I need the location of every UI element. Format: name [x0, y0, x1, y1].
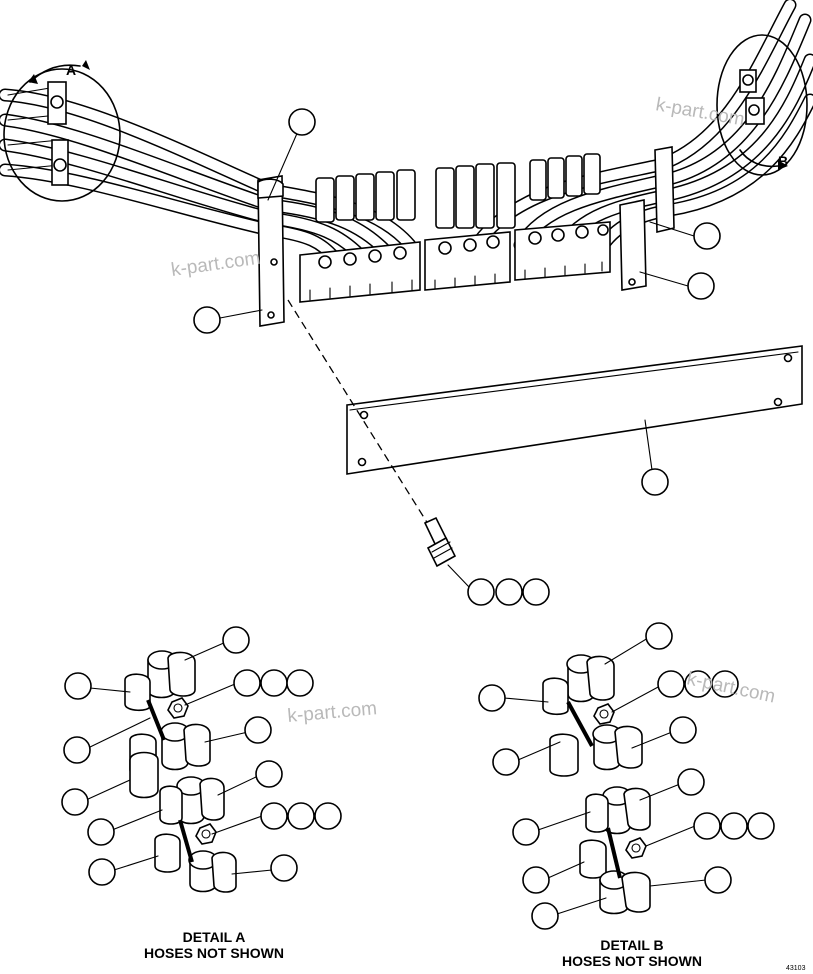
callout-balloon-b3 — [657, 670, 685, 698]
detail-a-drawing: DETAIL A HOSES NOT SHOWN — [61, 626, 342, 961]
main-callouts — [193, 108, 721, 606]
watermark: k-part.com — [287, 698, 378, 727]
detail-a-marker: A — [66, 62, 76, 78]
cover-plate — [346, 345, 803, 475]
callout-balloon-a4 — [260, 669, 288, 697]
alignment-line — [287, 299, 439, 541]
detail-b-marker: B — [778, 153, 788, 169]
callout-balloon-bolt-1 — [467, 578, 495, 606]
callout-balloon-a9 — [255, 760, 283, 788]
callout-balloon-left-bracket — [193, 306, 221, 334]
callout-balloon-b1 — [478, 684, 506, 712]
detail-b-note: HOSES NOT SHOWN — [562, 953, 702, 969]
mounting-brackets — [257, 146, 675, 327]
callout-balloon-b11 — [720, 812, 748, 840]
detail-a-note: HOSES NOT SHOWN — [144, 945, 284, 961]
callout-balloon-hose-clamp — [288, 108, 316, 136]
detail-a-circle: A — [3, 60, 121, 202]
detail-a-title: DETAIL A — [183, 929, 246, 945]
bolt — [423, 516, 457, 568]
callout-balloon-b12 — [747, 812, 775, 840]
callout-balloon-a1 — [64, 672, 92, 700]
valve-manifold — [299, 221, 611, 303]
callout-balloon-b4 — [684, 670, 712, 698]
callout-balloon-b5 — [711, 670, 739, 698]
callout-balloon-a11 — [260, 802, 288, 830]
callout-balloon-b10 — [693, 812, 721, 840]
callout-balloon-cover-plate — [641, 468, 669, 496]
callout-balloon-a2 — [222, 626, 250, 654]
callout-balloon-a13 — [314, 802, 342, 830]
callout-balloon-a3 — [233, 669, 261, 697]
callout-balloon-a14 — [88, 858, 116, 886]
callout-balloon-a7 — [244, 716, 272, 744]
callout-balloon-b2 — [645, 622, 673, 650]
callout-balloon-right-bracket — [687, 272, 715, 300]
drawing-number: 43103 — [786, 965, 806, 972]
valve-cylinders — [315, 153, 601, 229]
callout-balloon-b8 — [677, 768, 705, 796]
detail-b-drawing: DETAIL B HOSES NOT SHOWN — [478, 622, 775, 969]
callout-balloon-b6 — [492, 748, 520, 776]
callout-balloon-b7 — [669, 716, 697, 744]
callout-balloon-a6 — [63, 736, 91, 764]
callout-balloon-a8 — [61, 788, 89, 816]
callout-balloon-b15 — [531, 902, 559, 930]
callout-balloon-bolt-2 — [495, 578, 523, 606]
watermark: k-part.com — [170, 248, 262, 281]
callout-balloon-a10 — [87, 818, 115, 846]
callout-balloon-bolt-3 — [522, 578, 550, 606]
callout-balloon-b13 — [522, 866, 550, 894]
callout-balloon-b14 — [704, 866, 732, 894]
callout-balloon-right-clamp — [693, 222, 721, 250]
detail-b-title: DETAIL B — [600, 937, 663, 953]
callout-balloon-a5 — [286, 669, 314, 697]
callout-balloon-a15 — [270, 854, 298, 882]
detail-b-circle: B — [716, 34, 808, 176]
callout-balloon-a12 — [287, 802, 315, 830]
callout-balloon-b9 — [512, 818, 540, 846]
